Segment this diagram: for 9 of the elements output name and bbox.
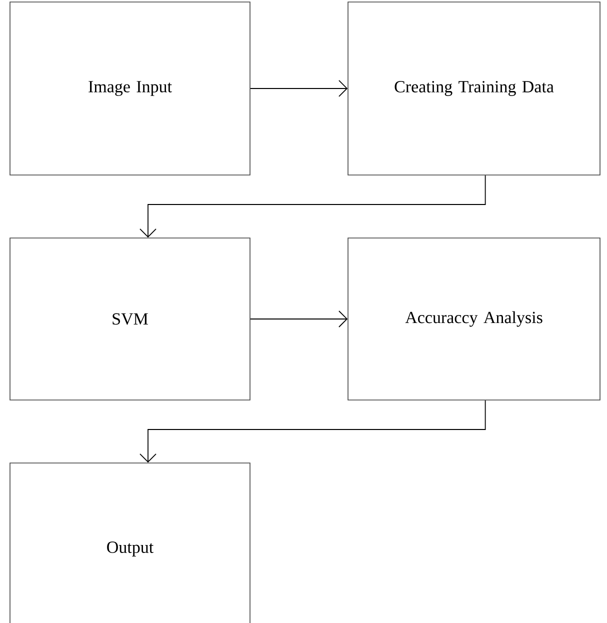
process-box: Creating Training Data: [348, 2, 600, 176]
arrow: [140, 400, 486, 463]
process-box: Accuraccy Analysis: [348, 238, 600, 400]
arrow: [140, 174, 486, 238]
process-box: Image Input: [10, 2, 250, 176]
process-box: SVM: [10, 238, 250, 400]
process-box: Output: [10, 462, 250, 623]
arrow: [250, 310, 348, 328]
arrow: [250, 80, 348, 97]
